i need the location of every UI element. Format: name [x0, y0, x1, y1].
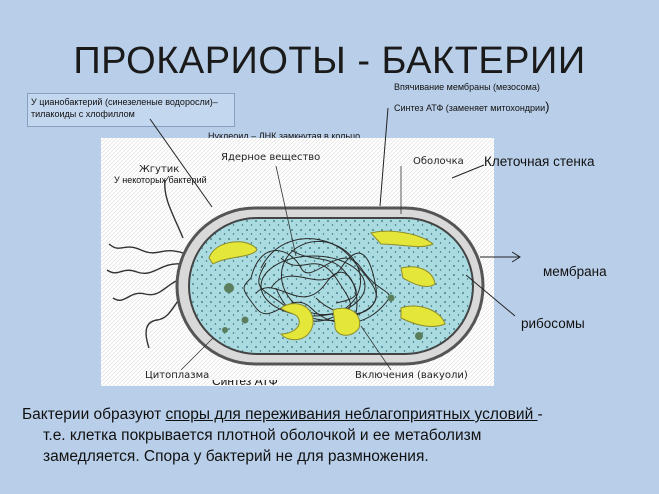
slide-title: ПРОКАРИОТЫ - БАКТЕРИИ: [73, 40, 586, 82]
bacterium-figure: Жгутик Ядерное вещество Оболочка Цитопла…: [101, 138, 494, 386]
spore-description-line2: т.е. клетка покрывается плотной оболочко…: [43, 427, 482, 444]
spore-description-line1: Бактерии образуют споры для переживания …: [22, 406, 543, 423]
bacterium-drawing: [101, 138, 494, 386]
atp-synthesis-note: Синтез АТФ (заменяет митохондрии): [394, 99, 550, 114]
label-inclusions: Включения (вакуоли): [355, 370, 468, 381]
label-flagellum: Жгутик: [139, 164, 180, 175]
cyanobacteria-note-line1: У цианобактерий (синезеленые водоросли)–: [31, 97, 218, 107]
ribosomes: [222, 283, 423, 340]
atp-synthesis-cut-label: Синтез АТФ: [212, 380, 278, 388]
nucleoid: [243, 238, 390, 324]
cyanobacteria-callout: [27, 93, 235, 127]
cyanobacteria-note-line2: тилакоиды с хлофиллом: [31, 109, 135, 119]
ribosomes-label: рибосомы: [521, 316, 585, 331]
label-shell: Оболочка: [413, 156, 464, 167]
some-bacteria-note: У некоторых бактерий: [114, 175, 207, 185]
figure-connectors: [164, 165, 402, 371]
spore-description-line3: замедляется. Спора у бактерий не для раз…: [43, 448, 429, 465]
label-nuclear-substance: Ядерное вещество: [221, 152, 321, 163]
label-cytoplasm: Цитоплазма: [145, 370, 210, 381]
membrane-label: мембрана: [543, 264, 607, 279]
inclusions: [208, 230, 446, 341]
nucleoid-note: Нуклеоид – ДНК замкнутая в кольцо: [208, 131, 361, 141]
cell-wall-label: Клеточная стенка: [484, 154, 595, 169]
mesosoma-note: Впячивание мембраны (мезосома): [394, 82, 540, 92]
spore-description: Бактерии образуют споры для переживания …: [22, 404, 642, 467]
